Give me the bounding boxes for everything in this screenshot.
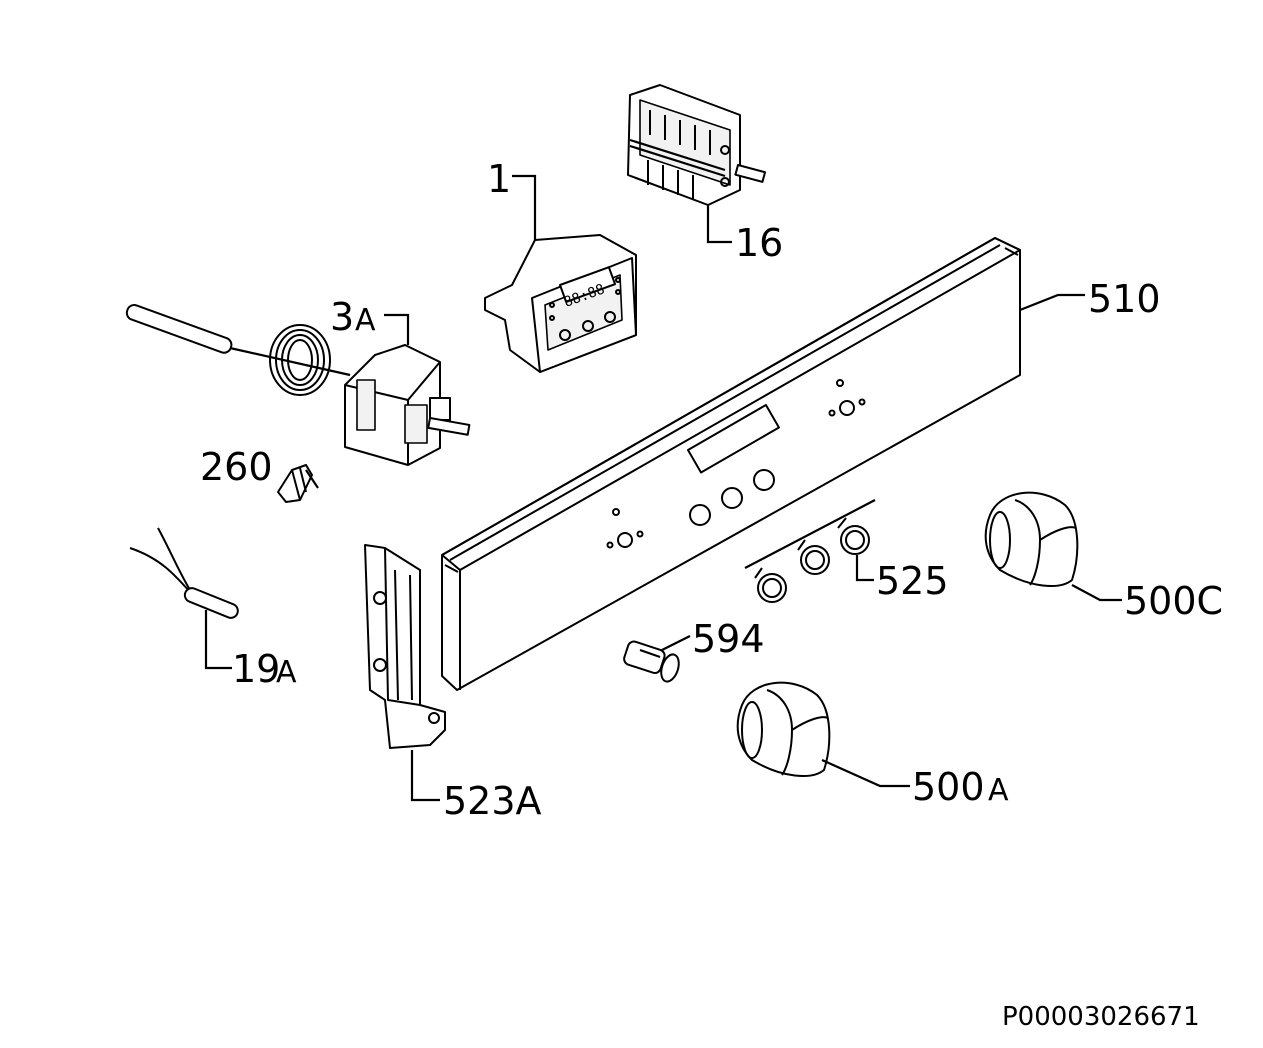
part-16-selector-switch: [627, 84, 767, 206]
label-1: 1: [487, 157, 511, 201]
part-3a-thermostat: [125, 303, 471, 466]
label-260: 260: [200, 445, 273, 489]
part-594-indicator-lamp: [623, 640, 680, 683]
label-510: 510: [1088, 277, 1161, 321]
label-3a-suffix: A: [355, 303, 376, 338]
part-1-electronic-timer: 88:88: [484, 234, 637, 373]
label-16: 16: [735, 221, 783, 265]
label-500a-number: 500: [912, 765, 985, 809]
part-525-knob-bushings: [744, 499, 876, 603]
drawing-code: P00003026671: [1002, 1002, 1200, 1032]
leader-594: [661, 635, 691, 651]
label-500c: 500C: [1124, 579, 1223, 623]
part-500a-knob: [736, 681, 831, 777]
part-523a-bracket: [364, 544, 446, 749]
leader-3a: [384, 313, 410, 345]
leader-1: [512, 174, 537, 240]
leader-16: [706, 205, 732, 244]
label-594: 594: [692, 617, 765, 661]
part-260-clip: [277, 464, 319, 503]
leader-523a: [410, 750, 440, 802]
label-523a: 523A: [443, 779, 542, 823]
label-19a-suffix: A: [276, 655, 297, 690]
leader-500c: [1071, 584, 1122, 602]
label-3a-number: 3: [330, 295, 354, 339]
part-510-control-panel: [441, 237, 1021, 691]
leader-510: [1019, 293, 1085, 312]
leader-500a: [821, 758, 910, 788]
leader-19a: [204, 610, 232, 670]
part-500c-knob: [984, 491, 1079, 587]
label-19a-number: 19: [232, 647, 280, 691]
leader-525: [855, 555, 874, 582]
label-525: 525: [876, 559, 949, 603]
label-500a-suffix: A: [988, 773, 1009, 808]
part-19a-sensor: [129, 527, 239, 619]
